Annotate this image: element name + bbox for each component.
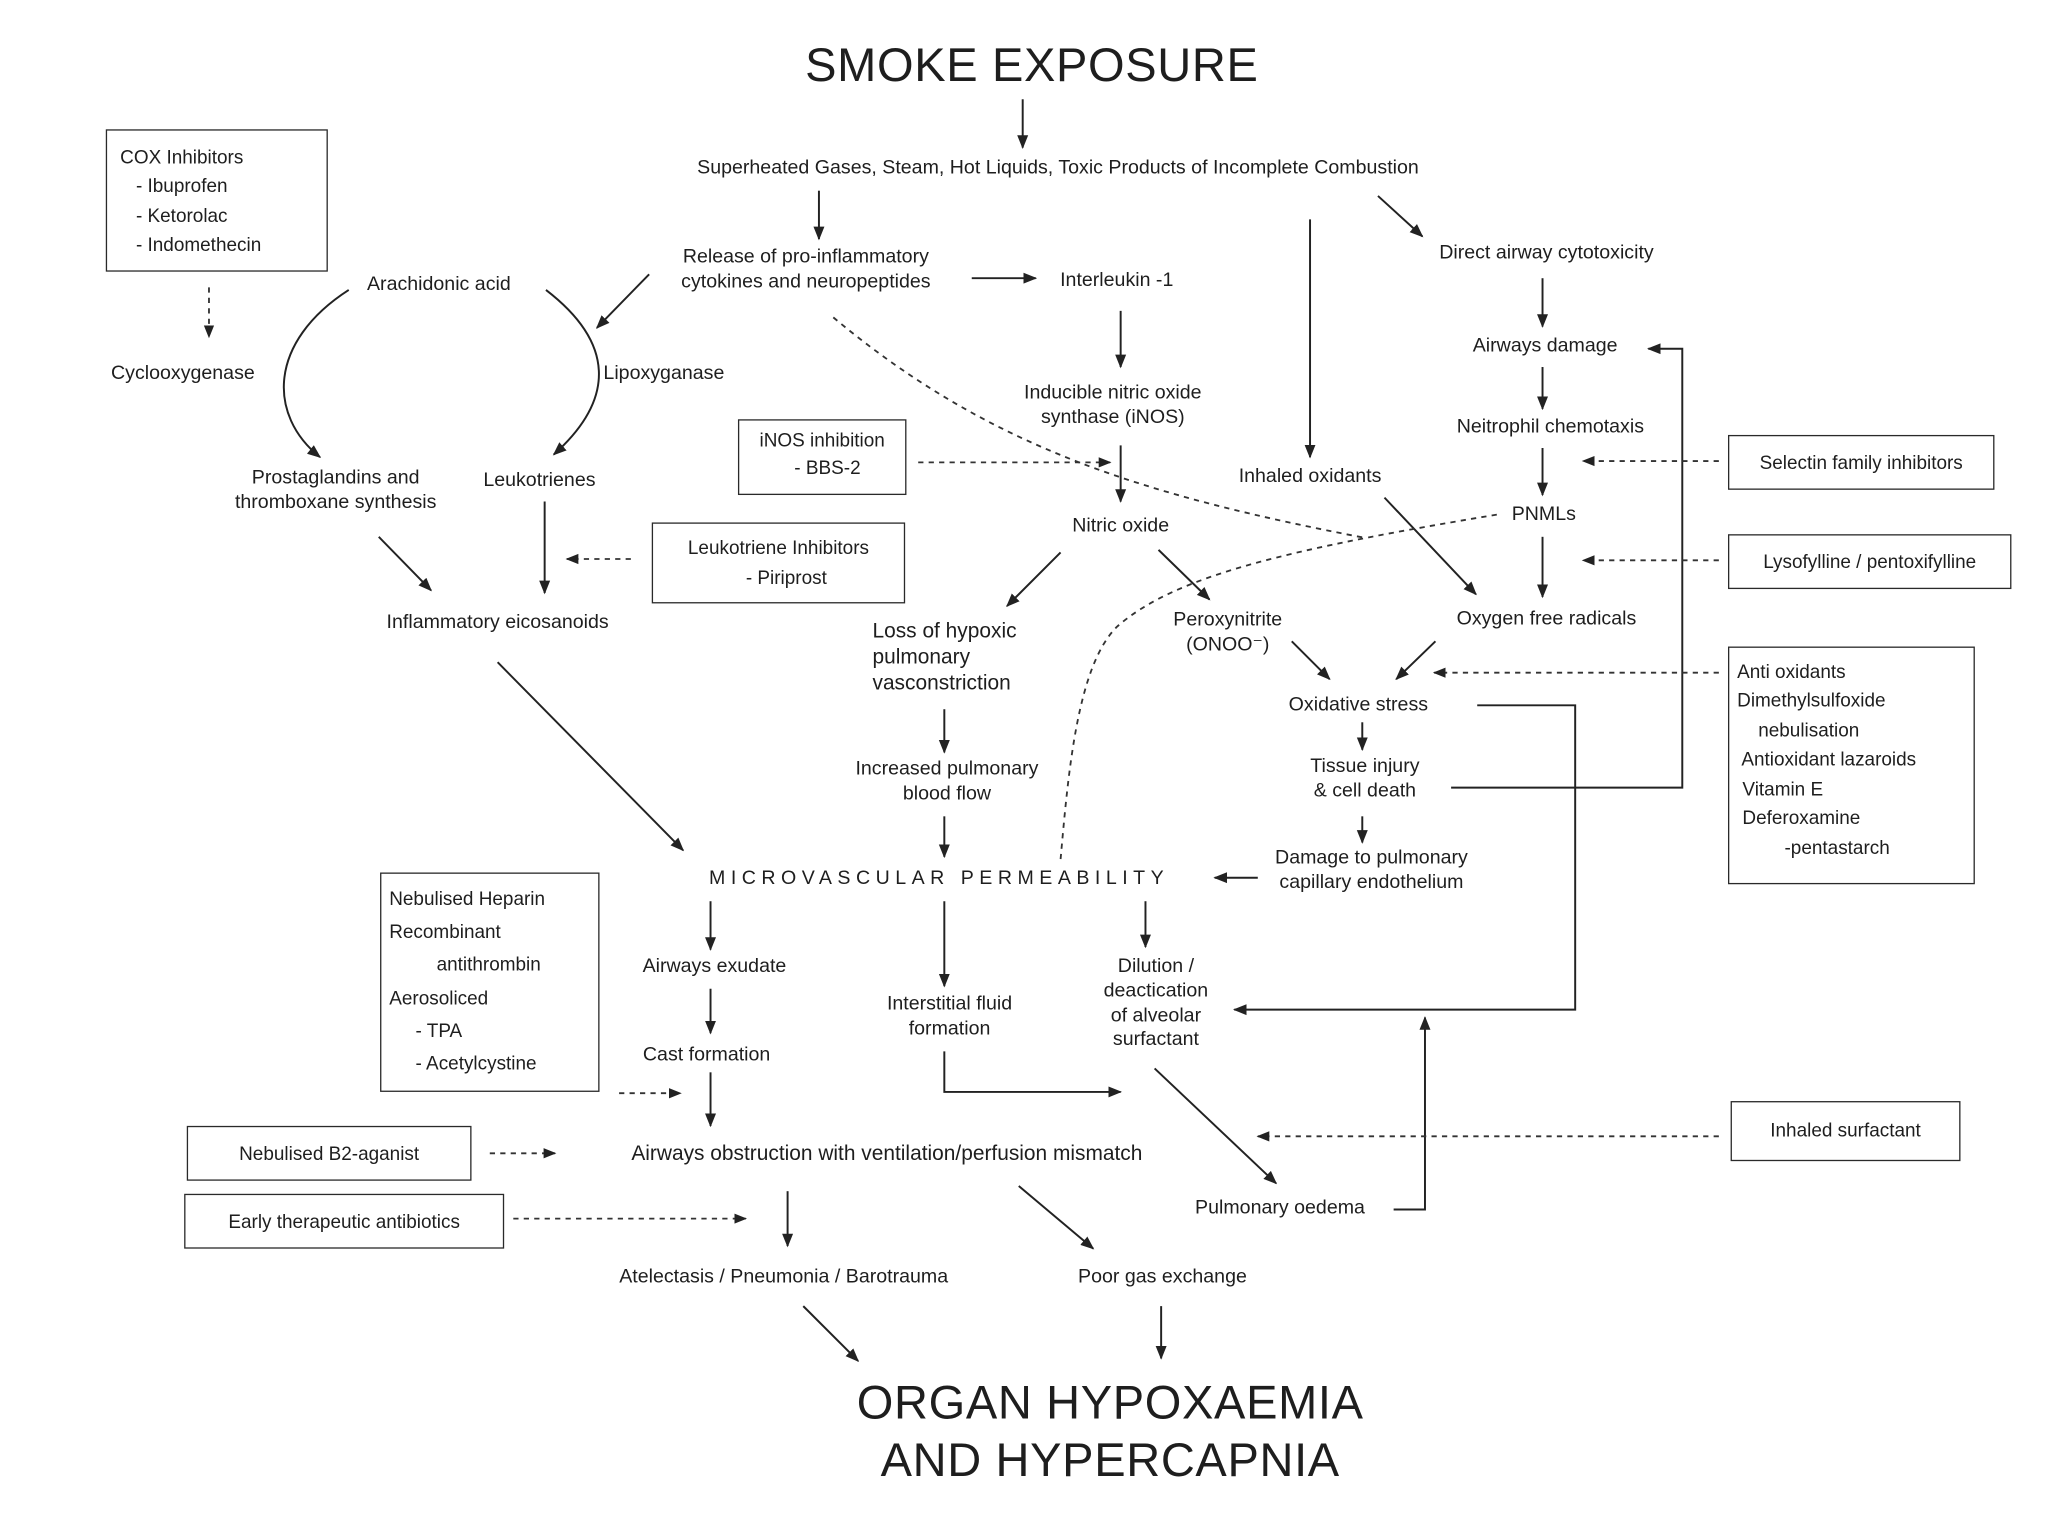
diagram-title: SMOKE EXPOSURE	[805, 37, 1259, 92]
node-neutrophil-chemotaxis: Neitrophil chemotaxis	[1456, 415, 1645, 438]
node-airways-obstruction: Airways obstruction with ventilation/per…	[631, 1142, 1143, 1166]
diagram-outcome: ORGAN HYPOXAEMIA AND HYPERCAPNIA	[856, 1375, 1364, 1487]
node-inhaled-oxidants: Inhaled oxidants	[1238, 464, 1382, 488]
node-lipoxygenase: Lipoxyganase	[603, 361, 725, 384]
node-inos: Inducible nitric oxide synthase (iNOS)	[1024, 381, 1202, 429]
node-peroxynitrite: Peroxynitrite (ONOO⁻)	[1173, 608, 1283, 656]
node-interleukin: Interleukin -1	[1060, 269, 1174, 292]
node-cast-formation: Cast formation	[642, 1043, 771, 1066]
node-oxygen-free-radicals: Oxygen free radicals	[1456, 607, 1637, 630]
node-tissue-injury: Tissue injury & cell death	[1310, 754, 1420, 802]
node-arachidonic-acid: Arachidonic acid	[366, 272, 511, 296]
node-atelectasis: Atelectasis / Pneumonia / Barotrauma	[619, 1265, 949, 1288]
node-pulmonary-oedema: Pulmonary oedema	[1195, 1196, 1365, 1219]
node-loss-hypoxic: Loss of hypoxic pulmonary vasconstrictio…	[872, 620, 1017, 695]
therapy-lysofylline: Lysofylline / pentoxifylline	[1727, 534, 2012, 590]
node-leukotrienes: Leukotrienes	[483, 468, 596, 492]
node-pnmls: PNMLs	[1511, 502, 1576, 526]
node-interstitial-fluid: Interstitial fluid formation	[886, 992, 1013, 1040]
node-airways-exudate: Airways exudate	[642, 954, 787, 977]
node-release-cytokines: Release of pro-inflammatory cytokines an…	[681, 245, 931, 293]
therapy-selectin-inhibitors: Selectin family inhibitors	[1727, 434, 1995, 490]
therapy-cox-inhibitors: COX Inhibitors - Ibuprofen - Ketorolac -…	[105, 129, 328, 272]
node-damage-endothelium: Damage to pulmonary capillary endotheliu…	[1275, 846, 1468, 894]
node-direct-airway-cytotoxicity: Direct airway cytotoxicity	[1439, 241, 1654, 264]
therapy-antibiotics: Early therapeutic antibiotics	[184, 1193, 505, 1249]
therapy-leukotriene-inhibitors: Leukotriene Inhibitors - Piriprost	[651, 522, 906, 604]
node-dilution-surfactant: Dilution / deactication of alveolar surf…	[1103, 954, 1209, 1051]
node-increased-blood-flow: Increased pulmonary blood flow	[855, 757, 1039, 805]
therapy-b2-agonist: Nebulised B2-aganist	[186, 1125, 472, 1181]
node-poor-gas-exchange: Poor gas exchange	[1078, 1265, 1247, 1288]
node-cyclooxygenase: Cyclooxygenase	[111, 361, 255, 384]
therapy-antioxidants: Anti oxidants Dimethylsulfoxide nebulisa…	[1727, 646, 1975, 885]
therapy-inhaled-surfactant: Inhaled surfactant	[1730, 1101, 1961, 1162]
therapy-inos-inhibition: iNOS inhibition - BBS-2	[737, 419, 907, 496]
node-oxidative-stress: Oxidative stress	[1288, 693, 1429, 716]
node-inflammatory-eicosanoids: Inflammatory eicosanoids	[386, 611, 609, 634]
node-nitric-oxide: Nitric oxide	[1072, 514, 1170, 537]
node-microvascular-permeability: MICROVASCULAR PERMEABILITY	[709, 867, 1170, 890]
node-prostaglandins: Prostaglandins and thromboxane synthesis	[234, 466, 437, 513]
node-airways-damage: Airways damage	[1472, 334, 1618, 357]
therapy-nebulised-heparin: Nebulised Heparin Recombinant antithromb…	[380, 872, 600, 1092]
node-superheated: Superheated Gases, Steam, Hot Liquids, T…	[697, 156, 1419, 179]
